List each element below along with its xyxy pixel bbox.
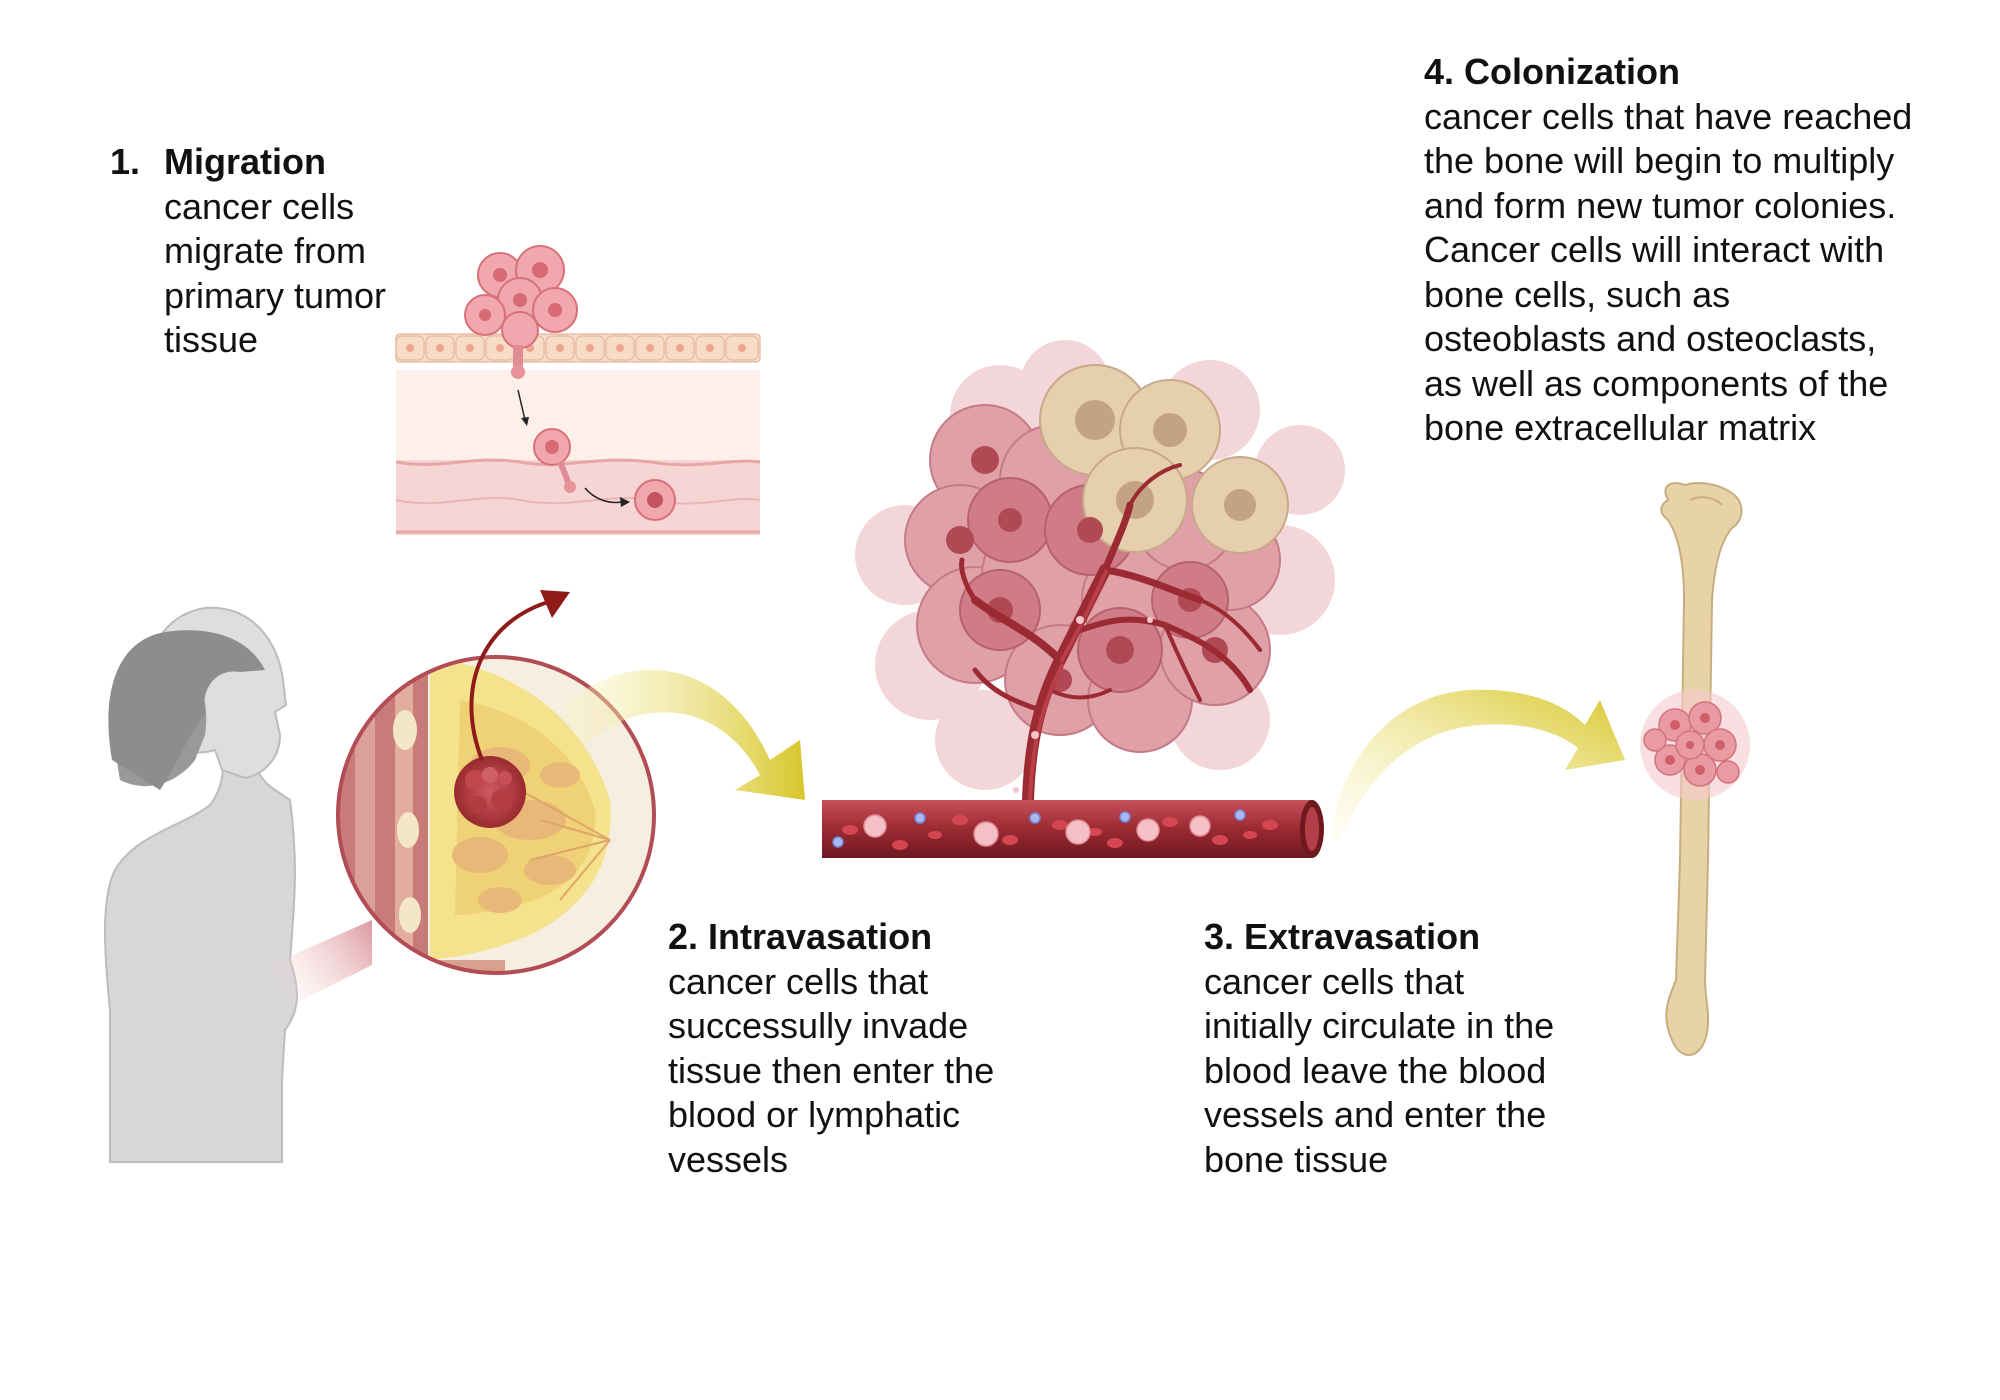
step-line: tissue then enter the (668, 1049, 995, 1091)
woman-silhouette (104, 606, 298, 1163)
step-line: cancer cells that (668, 960, 929, 1002)
step-line: cancer cells that have reached (1424, 95, 1913, 137)
step-line: bone extracellular matrix (1424, 407, 1817, 448)
step-title: 3. Extravasation (1204, 916, 1481, 957)
migration-arrow (469, 598, 556, 761)
step-line: successully invade (668, 1005, 969, 1046)
blood-vessel-branches (959, 463, 1262, 806)
step-line: vessels and enter the (1204, 1094, 1547, 1135)
step-line: as well as components of the (1424, 362, 1889, 404)
step-line: migrate from (164, 230, 367, 271)
step-colonization: 4. Colonization cancer cells that have r… (1424, 50, 1912, 451)
migration-tissue-inset (395, 245, 761, 535)
arrowhead-icon (620, 497, 630, 507)
step-intravasation: 2. Intravasation cancer cells that succe… (668, 915, 994, 1182)
step-line: cancer cells (164, 185, 355, 227)
step-line: vessels (668, 1138, 789, 1180)
step-line: primary tumor (164, 274, 387, 316)
step-line: initially circulate in the (1204, 1005, 1555, 1046)
step-migration: 1. Migration cancer cells migrate from p… (110, 140, 386, 363)
extravasation-arrow (1330, 689, 1625, 840)
breast-cross-section (336, 590, 656, 975)
tumor-cluster (855, 340, 1345, 806)
step-line: bone tissue (1204, 1138, 1389, 1180)
step-line: cancer cells that (1204, 960, 1465, 1002)
zoom-beam (270, 920, 372, 1005)
step-line: the bone will begin to multiply (1424, 140, 1895, 181)
step-title: Migration (164, 141, 326, 182)
step-line: and form new tumor colonies. (1424, 184, 1897, 226)
step-line: blood or lymphatic (668, 1094, 961, 1135)
step-line: Cancer cells will interact with (1424, 229, 1885, 270)
arrowhead-icon (521, 417, 529, 426)
intravasation-arrow (560, 669, 805, 800)
bone-metastasis (1640, 690, 1750, 800)
primary-tumor (454, 756, 526, 828)
step-line: osteoblasts and osteoclasts, (1424, 318, 1877, 359)
step-number: 1. (110, 141, 141, 182)
bone (1640, 482, 1750, 1056)
step-title: 2. Intravasation (668, 916, 933, 957)
step-extravasation: 3. Extravasation cancer cells that initi… (1204, 915, 1554, 1182)
arrowhead-icon (540, 590, 570, 618)
step-title: 4. Colonization (1424, 51, 1680, 92)
step-line: bone cells, such as (1424, 273, 1731, 315)
blood-vessel (822, 800, 1324, 858)
step-line: blood leave the blood (1204, 1049, 1547, 1091)
step-line: tissue (164, 319, 259, 360)
